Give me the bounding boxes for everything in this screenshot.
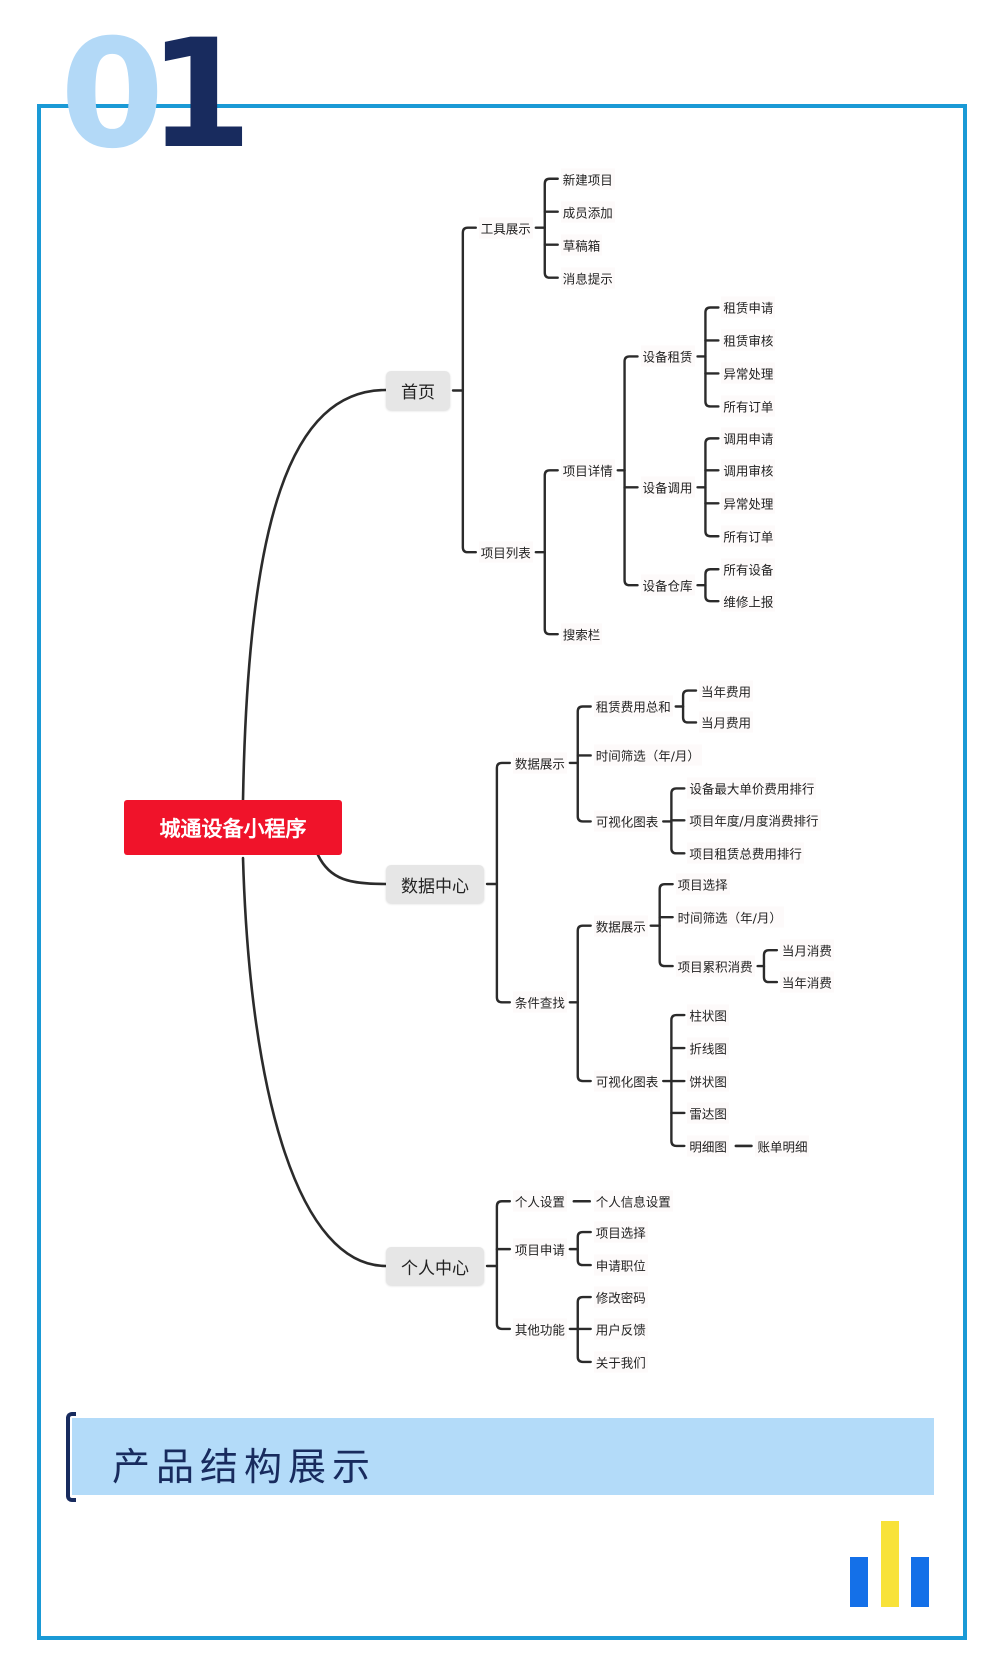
mindmap-node: 当年消费: [779, 971, 834, 993]
page-frame: [37, 104, 967, 1640]
mindmap-node: 申请职位: [593, 1254, 648, 1276]
banner-bracket-decoration: [66, 1412, 76, 1502]
mindmap-node: 当月消费: [779, 939, 834, 961]
mindmap-branch-node: 首页: [386, 371, 450, 410]
mindmap-node: 时间筛选（年/月）: [675, 906, 784, 928]
mindmap-node: 明细图: [687, 1135, 729, 1157]
mindmap-node: 项目累积消费: [675, 955, 755, 977]
mindmap-node: 其他功能: [512, 1318, 567, 1340]
connector-line: [681, 689, 698, 724]
connector-line: [241, 388, 388, 802]
mindmap-node: 草稿箱: [560, 234, 603, 256]
connector-line: [495, 1200, 512, 1331]
mindmap-node: 个人设置: [512, 1190, 567, 1212]
mindmap-node: 租赁费用总和: [593, 695, 673, 717]
mindmap-node: 用户反馈: [593, 1318, 648, 1340]
connector-line: [704, 437, 720, 538]
mindmap-node: 新建项目: [560, 168, 615, 190]
connector-line: [461, 226, 477, 554]
mindmap-node: 可视化图表: [593, 810, 661, 832]
connector-line: [316, 853, 388, 886]
mindmap-node: 关于我们: [593, 1351, 648, 1373]
connector-line: [704, 306, 720, 408]
mindmap-node: 时间筛选（年/月）: [593, 744, 702, 766]
connector-line: [762, 948, 779, 984]
bar-chart-icon-bar-right: [911, 1557, 929, 1607]
mindmap-node: 异常处理: [721, 362, 776, 384]
mindmap-node: 异常处理: [721, 492, 776, 514]
mindmap-node: 条件查找: [512, 991, 567, 1013]
mindmap-node: 设备仓库: [640, 574, 695, 596]
mindmap-node: 柱状图: [687, 1004, 729, 1026]
mindmap-node: 搜索栏: [560, 623, 603, 645]
mindmap-node: 数据展示: [593, 915, 648, 937]
mindmap-node: 项目申请: [512, 1238, 567, 1260]
mindmap-node: 个人信息设置: [593, 1190, 673, 1212]
mindmap-node: 项目年度/月度消费排行: [687, 809, 821, 831]
connector-line: [623, 355, 639, 587]
mindmap-node: 所有订单: [721, 395, 776, 417]
mindmap-node: 调用审核: [721, 459, 776, 481]
mindmap-node: 饼状图: [687, 1070, 729, 1092]
mindmap-node: 账单明细: [755, 1135, 810, 1157]
mindmap-node: 折线图: [687, 1037, 729, 1059]
section-number-ones: 1: [148, 8, 253, 182]
mindmap-node: 数据展示: [512, 752, 567, 774]
mindmap-node: 工具展示: [478, 217, 533, 239]
connector-line: [495, 761, 512, 1004]
mindmap-node: 项目选择: [675, 873, 730, 895]
mindmap-branch-node: 数据中心: [386, 865, 484, 903]
mindmap-node: 当月费用: [699, 711, 754, 733]
mindmap-node: 可视化图表: [593, 1070, 661, 1092]
mindmap-node: 所有设备: [721, 558, 776, 580]
mindmap-root-node: 城通设备小程序: [124, 800, 342, 855]
mindmap-node: 所有订单: [721, 525, 776, 547]
section-number-tens: 0: [60, 8, 165, 182]
mindmap-node: 修改密码: [593, 1286, 648, 1308]
mindmap-node: 成员添加: [560, 201, 615, 223]
section-banner: [72, 1418, 934, 1495]
connector-line: [704, 568, 720, 603]
connector-line: [576, 924, 592, 1083]
mindmap-node: 调用申请: [721, 427, 776, 449]
bar-chart-icon-bar-left: [850, 1557, 868, 1607]
connector-line: [576, 705, 592, 823]
connector-line: [576, 1230, 592, 1267]
mindmap-node: 设备最大单价费用排行: [687, 777, 817, 799]
mindmap-node: 项目选择: [593, 1221, 648, 1243]
mindmap-node: 雷达图: [687, 1102, 729, 1124]
mindmap-node: 项目租赁总费用排行: [687, 842, 804, 864]
mindmap-node: 租赁申请: [721, 296, 776, 318]
mindmap-branch-node: 个人中心: [386, 1247, 484, 1285]
connector-line: [658, 882, 674, 968]
mindmap-node: 项目列表: [478, 541, 533, 563]
mindmap-node: 维修上报: [721, 590, 776, 612]
connector-line: [241, 856, 388, 1268]
connector-line: [543, 469, 559, 636]
mindmap-node: 当年费用: [699, 680, 754, 702]
connector-line: [543, 177, 559, 279]
bar-chart-icon-bar-middle: [881, 1521, 899, 1607]
mindmap-node: 项目详情: [560, 459, 615, 481]
mindmap-node: 设备租赁: [640, 345, 695, 367]
mindmap-node: 设备调用: [640, 476, 695, 498]
section-title: 产品结构展示: [112, 1445, 377, 1489]
mindmap-node: 消息提示: [560, 267, 615, 289]
mindmap-node: 租赁审核: [721, 329, 776, 351]
